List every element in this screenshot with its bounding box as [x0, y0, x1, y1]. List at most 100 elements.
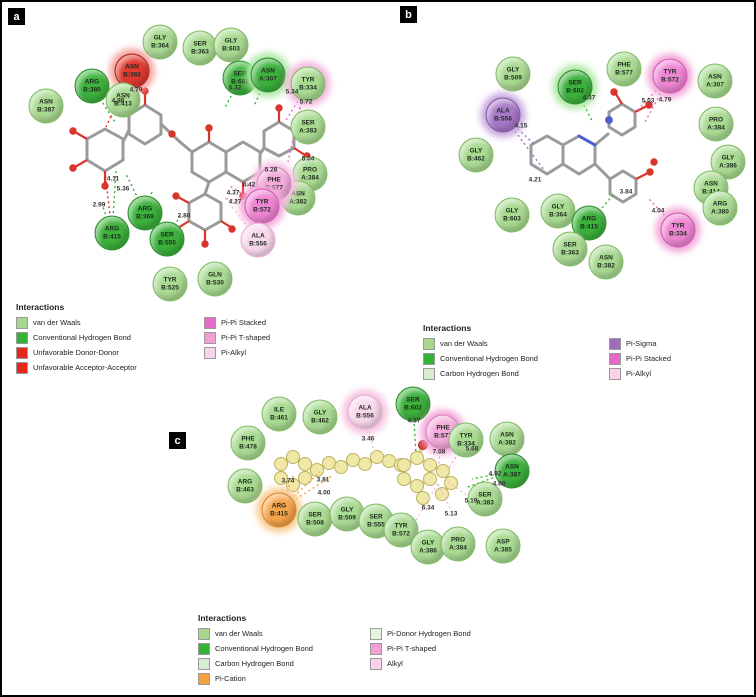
distance-label: 5.72 [299, 98, 313, 106]
legend-title: Interactions [423, 323, 472, 333]
residue-chain-number: B:334 [669, 230, 687, 237]
distance-label: 7.08 [432, 448, 446, 456]
legend-item: Pi-Alkyl [609, 366, 739, 381]
legend-swatch [16, 361, 28, 374]
residue-name: ASN [291, 190, 305, 198]
distance-label: 4.98 [111, 97, 125, 105]
ligand-structure-c [274, 440, 458, 505]
legend-label: Unfavorable Donor-Donor [33, 348, 119, 357]
residue-name: PRO [708, 116, 724, 124]
residue-name: SER [308, 511, 322, 519]
residue-name: SER [160, 231, 174, 239]
legend-item: Pi-Donor Hydrogen Bond [370, 626, 520, 641]
residue-chain-number: A:384 [707, 124, 725, 131]
residue-name: ARG [271, 502, 287, 510]
residue-chain-number: B:415 [270, 510, 288, 517]
residue-name: SER [563, 241, 577, 249]
legend-label: Conventional Hydrogen Bond [440, 354, 538, 363]
residue-name: TYR [394, 522, 408, 530]
legend-swatch [204, 346, 216, 359]
residue-chain-number: B:363 [191, 48, 209, 55]
residue-name: GLY [505, 207, 519, 215]
residue-chain-number: B:461 [270, 414, 288, 421]
residue-name: GLY [313, 409, 327, 417]
residue-name: ARG [84, 78, 100, 86]
residue-chain-number: B:382 [123, 71, 141, 78]
residue-chain-number: B:363 [561, 249, 579, 256]
residue-chain-number: A:307 [259, 75, 277, 82]
residue-chain-number: A:387 [503, 471, 521, 478]
distance-label: 3.81 [316, 476, 330, 484]
residue-name: PRO [450, 536, 466, 544]
residue-name: ASN [261, 67, 275, 75]
residue-name: GLN [208, 271, 222, 279]
residue-name: ARG [712, 200, 728, 208]
distance-label: 5.32 [228, 84, 242, 92]
residue-chain-number: B:556 [356, 412, 374, 419]
legend-item: van der Waals [16, 315, 204, 330]
legend-item: Unfavorable Acceptor-Acceptor [16, 360, 204, 375]
residue-chain-number: B:572 [253, 206, 271, 213]
residue-name: SER [406, 396, 420, 404]
residue-name: ASN [708, 73, 722, 81]
legend-swatch [423, 352, 435, 365]
residue-name: SER [301, 119, 315, 127]
residue-name: ASP [496, 538, 510, 546]
residue-name: GLY [421, 539, 435, 547]
residue-name: GLY [469, 147, 483, 155]
distance-label: 4.37 [582, 94, 596, 102]
legend-label: Pi-Cation [215, 674, 246, 683]
legend-label: Unfavorable Acceptor-Acceptor [33, 363, 137, 372]
distance-label: 4.79 [658, 96, 672, 104]
legend-swatch [198, 642, 210, 655]
residue-chain-number: B:364 [549, 211, 567, 218]
residue-chain-number: B:508 [306, 519, 324, 526]
legend-item: Carbon Hydrogen Bond [198, 656, 370, 671]
legend-item: Pi-Alkyl [204, 345, 334, 360]
interaction-line-alkyl [447, 481, 469, 497]
legend-item: Conventional Hydrogen Bond [198, 641, 370, 656]
legend-swatch [609, 337, 621, 350]
legend-swatch [370, 657, 382, 670]
ligand-structure-b [529, 88, 658, 204]
legend-item: Conventional Hydrogen Bond [16, 330, 204, 345]
residue-chain-number: B:509 [338, 514, 356, 521]
residue-chain-number: B:602 [404, 404, 422, 411]
distance-label: 5.13 [444, 510, 458, 518]
legend-item: Carbon Hydrogen Bond [423, 366, 609, 381]
residue-chain-number: A:382 [289, 198, 307, 205]
distance-label: 4.37 [407, 417, 421, 425]
panel-label-c: c [169, 432, 186, 449]
distance-label: 4.21 [528, 176, 542, 184]
distance-label: 5.34 [285, 88, 299, 96]
distance-label: 4.79 [129, 86, 143, 94]
residue-name: PRO [302, 166, 318, 174]
residue-name: ASN [39, 98, 53, 106]
residue-chain-number: B:602 [566, 87, 584, 94]
distance-label: 4.00 [317, 489, 331, 497]
residue-name: TYR [671, 222, 685, 230]
legend-item: Conventional Hydrogen Bond [423, 351, 609, 366]
distance-label: 4.42 [242, 181, 256, 189]
residue-chain-number: B:415 [580, 223, 598, 230]
